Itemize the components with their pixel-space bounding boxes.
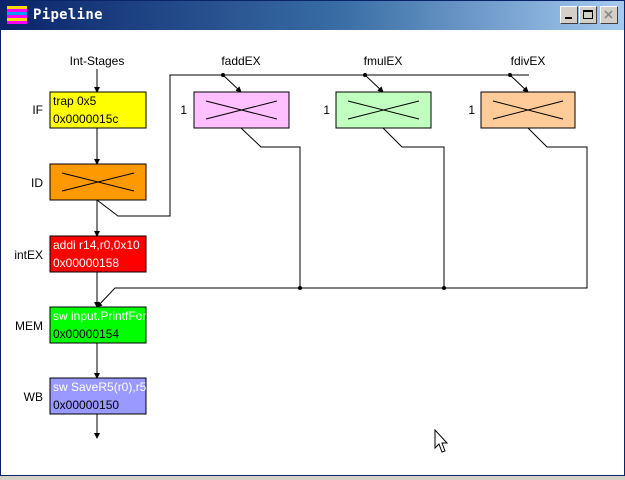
maximize-button[interactable] (579, 6, 597, 24)
pipeline-connectors (94, 69, 588, 439)
id-stage-box[interactable] (49, 163, 147, 201)
intex-address: 0x00000158 (53, 256, 119, 270)
intex-instruction: addi r14,r0,0x10 (53, 238, 140, 252)
if-address: 0x0000015c (53, 112, 118, 126)
fdivex-unit-box[interactable] (480, 91, 576, 129)
if-instruction: trap 0x5 (53, 94, 97, 108)
intex-label: intEX (14, 248, 43, 262)
junction-dots (221, 73, 512, 290)
fdivex-count: 1 (468, 103, 475, 117)
if-label: IF (32, 103, 43, 117)
fmulex-unit-box[interactable] (335, 91, 432, 129)
wb-instruction: sw SaveR5(r0),r5 (53, 380, 147, 394)
wb-address: 0x00000150 (53, 398, 119, 412)
pipeline-canvas: Int-Stages faddEX fmulEX fdivEX IF ID in… (1, 30, 624, 475)
fmulex-label: fmulEX (364, 54, 403, 68)
pipeline-app-icon (7, 6, 27, 24)
wb-label: WB (24, 390, 43, 404)
fdivex-label: fdivEX (511, 54, 546, 68)
window-title: Pipeline (33, 7, 103, 23)
if-stage-box[interactable]: trap 0x5 0x0000015c (49, 91, 147, 129)
mem-address: 0x00000154 (53, 327, 119, 341)
mem-instruction: sw input.PrintfFormat (53, 309, 167, 323)
mem-stage-box[interactable]: sw input.PrintfFormat 0x00000154 (49, 306, 167, 344)
int-stages-label: Int-Stages (70, 54, 125, 68)
close-button[interactable] (600, 6, 618, 24)
mouse-cursor-icon (434, 429, 449, 453)
mem-label: MEM (15, 319, 43, 333)
wb-stage-box[interactable]: sw SaveR5(r0),r5 0x00000150 (49, 377, 147, 415)
faddex-unit-box[interactable] (193, 91, 290, 129)
faddex-label: faddEX (221, 54, 260, 68)
id-label: ID (31, 176, 43, 190)
intex-stage-box[interactable]: addi r14,r0,0x10 0x00000158 (49, 235, 147, 273)
faddex-count: 1 (180, 103, 187, 117)
maximize-icon (583, 10, 593, 19)
pipeline-diagram: Int-Stages faddEX fmulEX fdivEX IF ID in… (14, 54, 588, 439)
title-bar[interactable]: Pipeline (1, 1, 624, 30)
minimize-icon (565, 17, 572, 19)
close-icon (604, 10, 613, 19)
minimize-button[interactable] (560, 6, 578, 24)
fmulex-count: 1 (323, 103, 330, 117)
